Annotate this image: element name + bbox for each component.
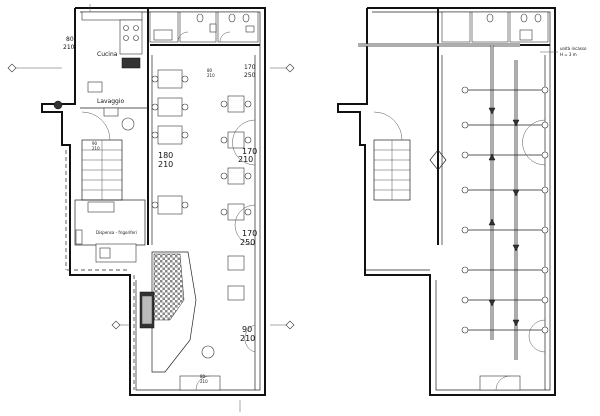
bar-counter: [151, 251, 197, 373]
toilet-icon: [196, 13, 204, 23]
stair-treads: [82, 140, 122, 200]
burner-icon: [123, 25, 129, 31]
door-dim-width: 90: [92, 141, 98, 146]
door-dimension-labels: 80 210 170 250 180 210 170 210 170 250 9…: [63, 36, 257, 384]
ventilation-ducts: [358, 43, 545, 360]
door-swing: [177, 31, 189, 43]
sink-icon: [153, 29, 173, 41]
sink-icon: [209, 23, 217, 33]
door-dim-height: 210: [200, 379, 208, 384]
door-dim-height: 210: [207, 73, 215, 78]
room-label-kitchen: Cucina: [97, 51, 118, 58]
dining-tables-left: [151, 69, 189, 215]
note-line-2: H = 3 m: [560, 52, 577, 57]
pass-through-marker: [429, 149, 447, 171]
inner-wall-line: [372, 11, 551, 391]
door-swing: [81, 111, 111, 141]
restroom-3: [217, 11, 259, 43]
door-swing: [232, 119, 256, 166]
door-swing: [219, 31, 231, 43]
room-label-pantry: Dispensa - frigoriferi: [96, 230, 137, 235]
door-dim-height: 210: [240, 334, 255, 343]
counter: [103, 107, 119, 117]
door-dim-height: 210: [238, 155, 253, 164]
entrance-vestibule: [479, 375, 521, 391]
outer-wall: [41, 7, 266, 396]
door-swing: [522, 119, 546, 166]
door-swing: [234, 204, 256, 246]
door-dim-height: 210: [158, 160, 173, 169]
toilet-icon: [486, 13, 494, 23]
toilet-icon: [228, 13, 236, 23]
door-dim-width: 180: [158, 151, 173, 160]
display-case: [141, 295, 153, 325]
stair-treads: [374, 140, 410, 200]
plan-right: unità incasso H = 3 m: [337, 7, 587, 396]
airflow-arrows: [488, 107, 520, 327]
door-swing: [373, 111, 403, 141]
door-dim-width: 170: [242, 229, 257, 238]
cooking-range: [119, 19, 143, 55]
shelf: [75, 229, 83, 245]
dishwash-sink: [87, 81, 103, 93]
door-swing: [195, 375, 211, 391]
burner-icon: [133, 25, 139, 31]
door-dim-width: 80: [66, 36, 74, 43]
section-marker: [7, 4, 295, 412]
room-label-dishwash: Lavaggio: [97, 98, 125, 105]
door-swing: [528, 319, 546, 353]
tiled-floor: [153, 253, 185, 321]
burner-icon: [123, 35, 129, 41]
door-dim-height: 250: [244, 72, 256, 79]
door-swing: [495, 375, 511, 391]
outer-wall: [337, 7, 556, 396]
note-line-1: unità incasso: [560, 46, 587, 51]
door-dim-width: 170: [242, 147, 257, 156]
door-dim-width: 170: [244, 64, 256, 71]
restroom-1: [441, 11, 471, 43]
plan-left: Cucina Lavaggio Dispensa - frigoriferi: [7, 4, 295, 412]
pot-icon: [121, 117, 135, 131]
toilet-icon: [242, 13, 250, 23]
toilet-icon: [520, 13, 528, 23]
chair-icon: [201, 345, 215, 359]
door-dim-height: 250: [240, 238, 255, 247]
sink-icon: [245, 25, 255, 33]
sink-icon: [519, 29, 533, 41]
door-dim-width: 80: [207, 68, 213, 73]
entrance-vestibule: [179, 375, 221, 391]
kitchen-counter: [81, 11, 143, 21]
door-dim-height: 210: [92, 146, 100, 151]
door-dim-width: 90: [242, 325, 252, 334]
burner-icon: [133, 35, 139, 41]
dining-tables-right: [220, 95, 252, 301]
door-swing: [244, 324, 256, 353]
storage-unit: [99, 247, 111, 259]
oven: [121, 57, 141, 69]
door-dim-height: 210: [63, 44, 75, 51]
fridge: [87, 201, 115, 213]
air-diffusers: [461, 86, 549, 334]
door-dim-width: 80: [200, 374, 206, 379]
toilet-icon: [534, 13, 542, 23]
